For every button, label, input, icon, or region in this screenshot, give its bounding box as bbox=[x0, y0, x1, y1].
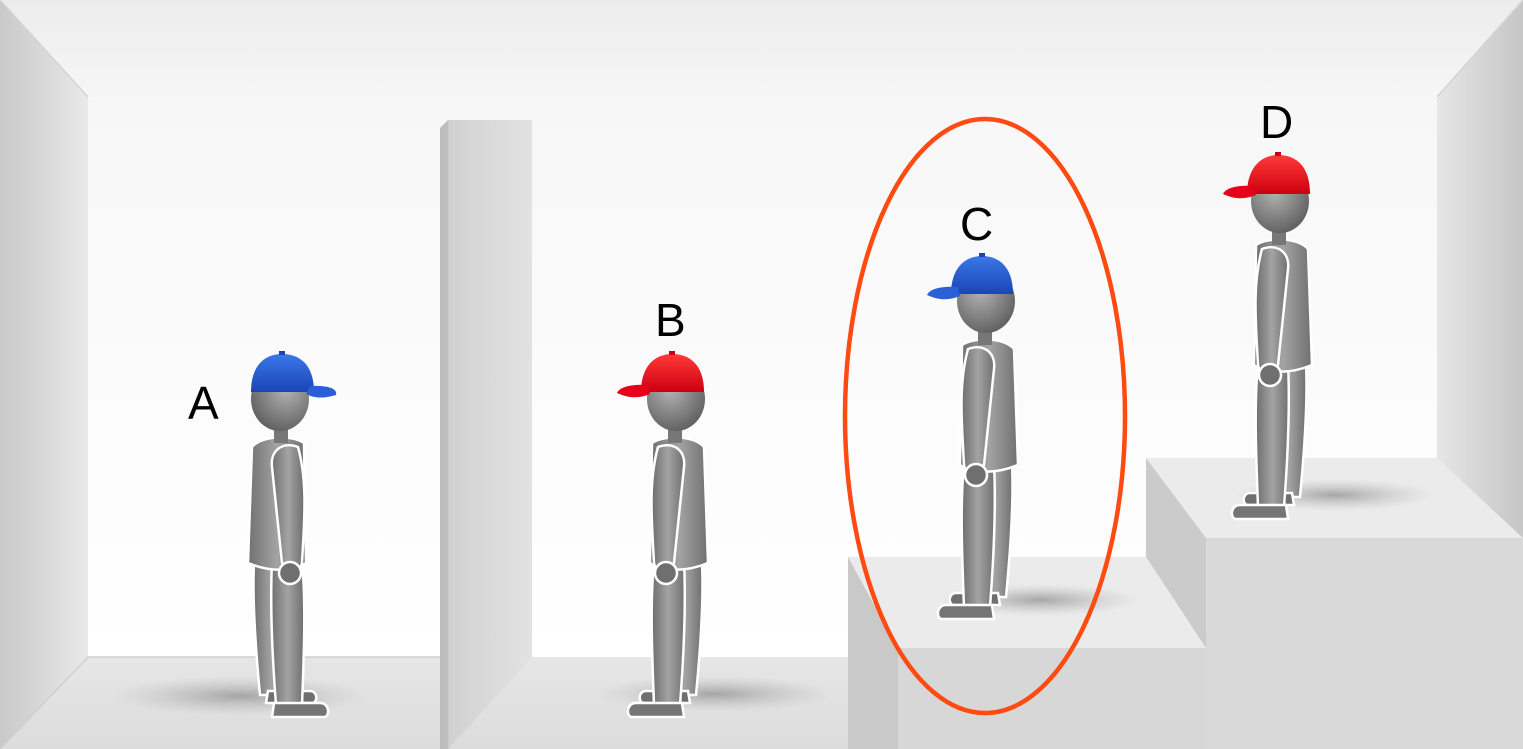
ceiling bbox=[0, 0, 1523, 97]
left-wall bbox=[0, 0, 88, 749]
person-label-a: A bbox=[188, 377, 219, 429]
pillar bbox=[440, 120, 532, 749]
person-label-b: B bbox=[655, 294, 686, 346]
person-label-d: D bbox=[1260, 96, 1293, 148]
person-label-c: C bbox=[960, 198, 993, 250]
